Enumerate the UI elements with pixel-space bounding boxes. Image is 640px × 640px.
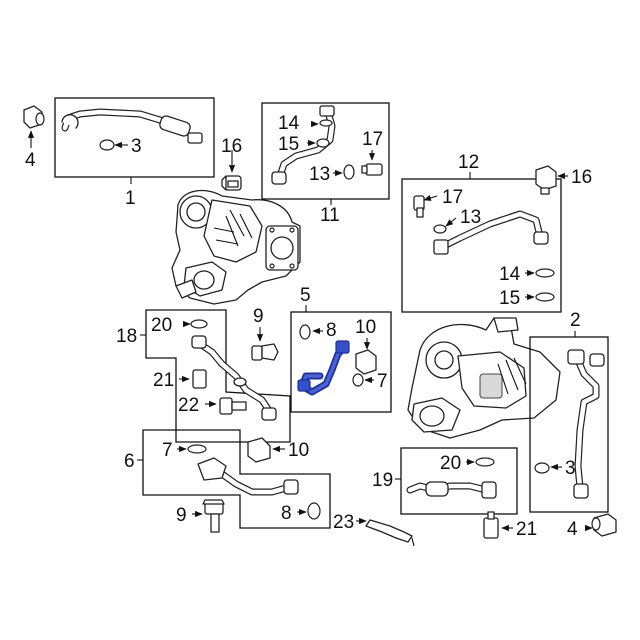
callout-2: 2 — [570, 310, 581, 331]
bolt-part-22[interactable] — [219, 397, 247, 415]
o-ring-part-13b[interactable] — [433, 224, 447, 234]
o-ring-part-13a[interactable] — [343, 164, 355, 180]
callout-4a: 4 — [25, 150, 36, 171]
oil-line-part-2[interactable] — [567, 349, 605, 499]
group-12-box — [401, 172, 562, 313]
o-ring-part-7a[interactable] — [352, 373, 364, 387]
oil-feed-line-part-1[interactable] — [61, 108, 203, 144]
gasket-part-14b[interactable] — [535, 268, 555, 278]
callout-6: 6 — [124, 451, 135, 472]
group-6-box — [137, 429, 331, 529]
callout-20b: 20 — [440, 453, 461, 474]
group-19-box — [395, 447, 518, 515]
callout-12: 12 — [458, 152, 479, 173]
group-1-box — [54, 97, 215, 184]
callout-8b: 8 — [281, 503, 292, 524]
fitting-part-4b[interactable] — [591, 513, 617, 537]
banjo-bolt-part-16a[interactable] — [221, 175, 242, 191]
callout-11: 11 — [320, 205, 340, 226]
turbocharger-illustration-upper — [171, 189, 301, 305]
callout-labels: 1 2 3 3 4 4 5 6 7 7 8 8 9 9 10 10 11 12 … — [25, 113, 592, 540]
banjo-bolt-part-10a[interactable] — [355, 349, 377, 375]
o-ring-part-20b[interactable] — [475, 457, 495, 467]
stud-part-21a[interactable] — [192, 369, 207, 389]
bolt-part-9b[interactable] — [202, 499, 225, 533]
callout-7a: 7 — [377, 371, 388, 392]
o-ring-part-15b[interactable] — [535, 292, 555, 302]
fitting-part-4a[interactable] — [23, 105, 45, 129]
callout-9b: 9 — [176, 505, 187, 526]
o-ring-part-15a[interactable] — [316, 138, 330, 148]
callout-23: 23 — [333, 512, 354, 533]
oil-line-part-12[interactable] — [433, 210, 549, 255]
oil-line-part-6[interactable] — [197, 457, 299, 496]
oil-line-part-19[interactable] — [406, 481, 497, 499]
turbocharger-illustration-lower — [407, 317, 561, 439]
callout-13a: 13 — [309, 164, 330, 185]
callout-1: 1 — [125, 188, 136, 209]
banjo-bolt-part-16b[interactable] — [535, 165, 557, 195]
callout-14b: 14 — [499, 264, 521, 285]
group-2-box — [529, 331, 609, 513]
bolt-part-17b[interactable] — [413, 195, 425, 218]
oil-line-part-18[interactable] — [191, 335, 277, 421]
o-ring-part-7b[interactable] — [187, 444, 207, 454]
callout-15b: 15 — [499, 288, 520, 309]
callout-16a: 16 — [221, 136, 242, 157]
callout-4b: 4 — [567, 519, 578, 540]
o-ring-part-3a[interactable] — [99, 139, 115, 151]
banjo-bolt-part-10b[interactable] — [247, 437, 271, 463]
o-ring-part-8b[interactable] — [307, 502, 321, 520]
callout-7b: 7 — [162, 440, 173, 461]
callout-17a: 17 — [362, 129, 383, 150]
callout-10a: 10 — [355, 317, 376, 338]
callout-8a: 8 — [326, 320, 337, 341]
gasket-part-14a[interactable] — [319, 119, 333, 127]
callout-21a: 21 — [153, 370, 174, 391]
sensor-part-23[interactable] — [365, 519, 415, 547]
callout-21b: 21 — [516, 519, 537, 540]
callout-9a: 9 — [253, 306, 264, 327]
callout-17b: 17 — [442, 187, 463, 208]
oil-line-part-5-highlighted[interactable] — [297, 340, 350, 396]
callout-3b: 3 — [565, 458, 576, 479]
group-11-box — [261, 102, 390, 205]
callout-16b: 16 — [571, 167, 592, 188]
callout-15a: 15 — [278, 134, 299, 155]
callout-10b: 10 — [288, 440, 309, 461]
group-18-box — [140, 309, 291, 443]
stud-part-21b[interactable] — [483, 511, 499, 539]
o-ring-part-20a[interactable] — [190, 319, 208, 329]
o-ring-part-8a[interactable] — [299, 324, 311, 340]
callout-14a: 14 — [278, 113, 300, 134]
callout-18: 18 — [116, 326, 137, 347]
bolt-part-17a[interactable] — [361, 163, 383, 176]
bolt-part-9a[interactable] — [251, 343, 279, 361]
callout-3a: 3 — [131, 136, 142, 157]
callout-5: 5 — [300, 285, 311, 306]
group-5-box — [290, 305, 392, 413]
callout-20a: 20 — [151, 315, 172, 336]
callout-19: 19 — [372, 470, 393, 491]
o-ring-part-3b[interactable] — [534, 462, 550, 474]
callout-22: 22 — [178, 395, 199, 416]
oil-return-line-part-11[interactable] — [271, 105, 336, 185]
callout-13b: 13 — [460, 207, 481, 228]
